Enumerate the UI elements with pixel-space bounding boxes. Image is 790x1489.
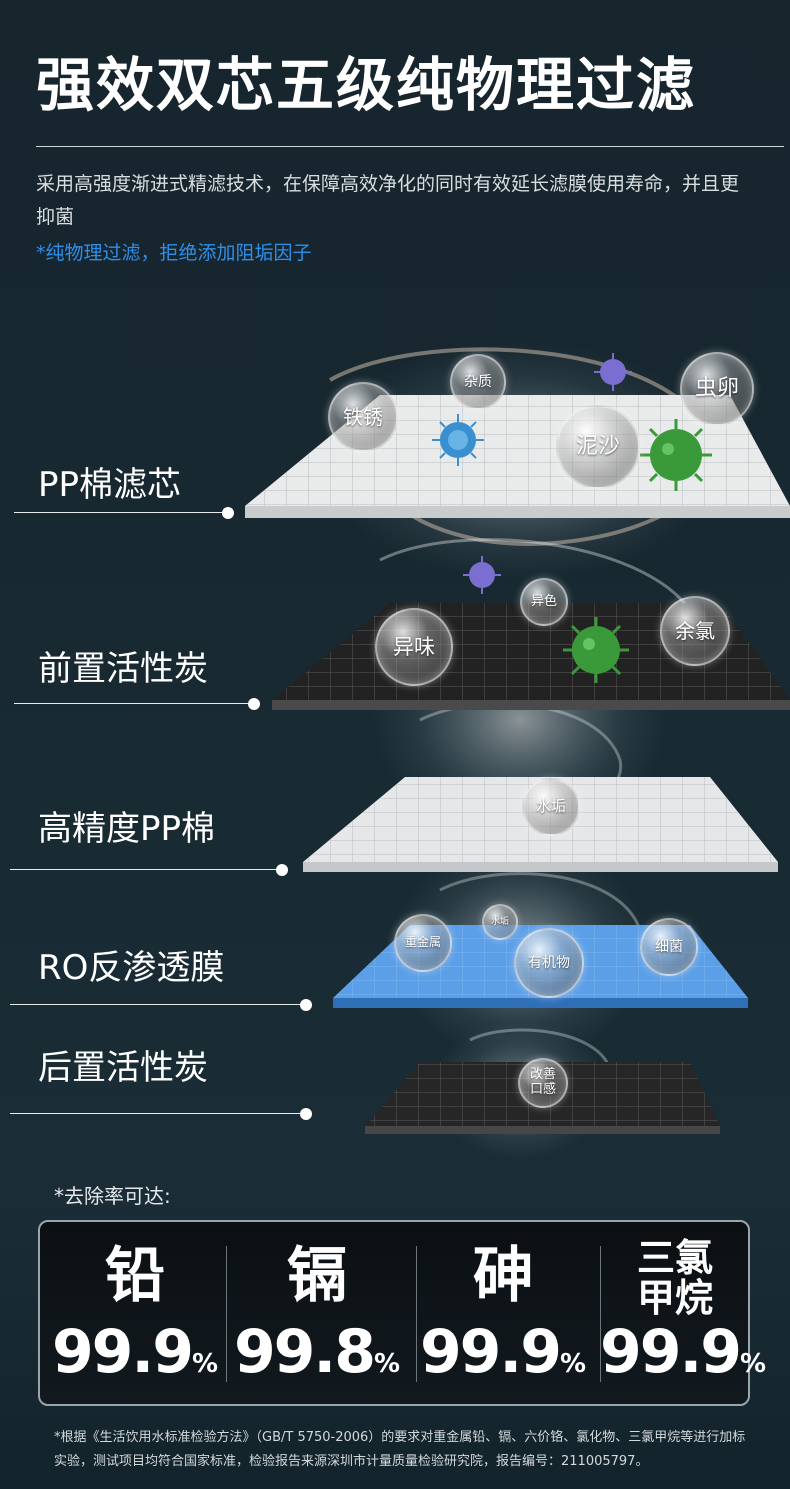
bubble-rust: 铁锈 <box>328 382 398 452</box>
layer-label-post-carbon: 后置活性炭 <box>38 1048 208 1088</box>
layer-label-precision-pp: 高精度PP棉 <box>38 809 216 849</box>
bubble-scale-small: 水垢 <box>482 904 518 940</box>
leader-dot <box>276 864 288 876</box>
description-text: 采用高强度渐进式精滤技术，在保障高效净化的同时有效延长滤膜使用寿命，并且更抑菌 <box>36 173 740 228</box>
virus-icon <box>563 617 629 683</box>
leader-line <box>14 703 254 704</box>
leader-dot <box>300 1108 312 1120</box>
virus-icon <box>432 414 484 466</box>
bubble-discolor: 异色 <box>520 578 568 626</box>
stat-name: 砷 <box>473 1241 533 1311</box>
stat-chloroform: 三氯甲烷 99.9% <box>600 1222 767 1404</box>
bubble-bacteria: 细菌 <box>640 918 698 976</box>
leader-dot <box>248 698 260 710</box>
layer-label-ro-membrane: RO反渗透膜 <box>38 948 225 988</box>
leader-line <box>10 869 284 870</box>
leader-line <box>14 512 230 513</box>
layer-label-pp-cotton: PP棉滤芯 <box>38 465 182 505</box>
bubble-heavy-metal: 重金属 <box>394 914 452 972</box>
virus-icon <box>640 419 712 491</box>
leader-dot <box>222 507 234 519</box>
stat-name: 三氯甲烷 <box>636 1236 713 1320</box>
virus-icon <box>463 556 501 594</box>
stat-divider <box>416 1246 417 1382</box>
page-title: 强效双芯五级纯物理过滤 <box>36 51 697 119</box>
stat-value: 99.9% <box>51 1317 219 1387</box>
stat-divider <box>226 1246 227 1382</box>
virus-icon <box>594 353 632 391</box>
test-standard-footnote: *根据《生活饮用水标准检验方法》（GB/T 5750-2006）的要求对重金属铅… <box>54 1430 746 1469</box>
stat-name: 铅 <box>105 1241 165 1311</box>
bubble-taste: 改善口感 <box>518 1058 568 1108</box>
bubble-chlorine: 余氯 <box>660 596 730 666</box>
stat-arsenic: 砷 99.9% <box>416 1222 590 1404</box>
stat-lead: 铅 99.9% <box>50 1222 220 1404</box>
removal-rate-panel: 铅 99.9% 镉 99.8% 砷 99.9% 三氯甲烷 99.9% <box>38 1220 767 1406</box>
bubble-impurities: 杂质 <box>450 354 506 410</box>
layer-label-pre-carbon: 前置活性炭 <box>38 649 208 689</box>
bubble-eggs: 虫卵 <box>680 352 754 426</box>
leader-dot <box>300 999 312 1011</box>
stat-value: 99.8% <box>233 1317 401 1387</box>
bubble-sediment: 泥沙 <box>556 405 640 489</box>
bubble-odor: 异味 <box>375 608 453 686</box>
stat-cadmium: 镉 99.8% <box>232 1222 402 1404</box>
stat-value: 99.9% <box>600 1317 767 1387</box>
stat-value: 99.9% <box>419 1317 587 1387</box>
stat-divider <box>600 1246 601 1382</box>
leader-line <box>10 1004 308 1005</box>
stat-name: 镉 <box>287 1241 347 1311</box>
bubble-organic: 有机物 <box>514 928 584 998</box>
physical-filtration-note: *纯物理过滤，拒绝添加阻垢因子 <box>36 242 312 264</box>
leader-line <box>10 1113 308 1114</box>
bubble-scale: 水垢 <box>522 778 580 836</box>
removal-caption: *去除率可达: <box>54 1184 171 1208</box>
title-divider <box>36 146 784 147</box>
